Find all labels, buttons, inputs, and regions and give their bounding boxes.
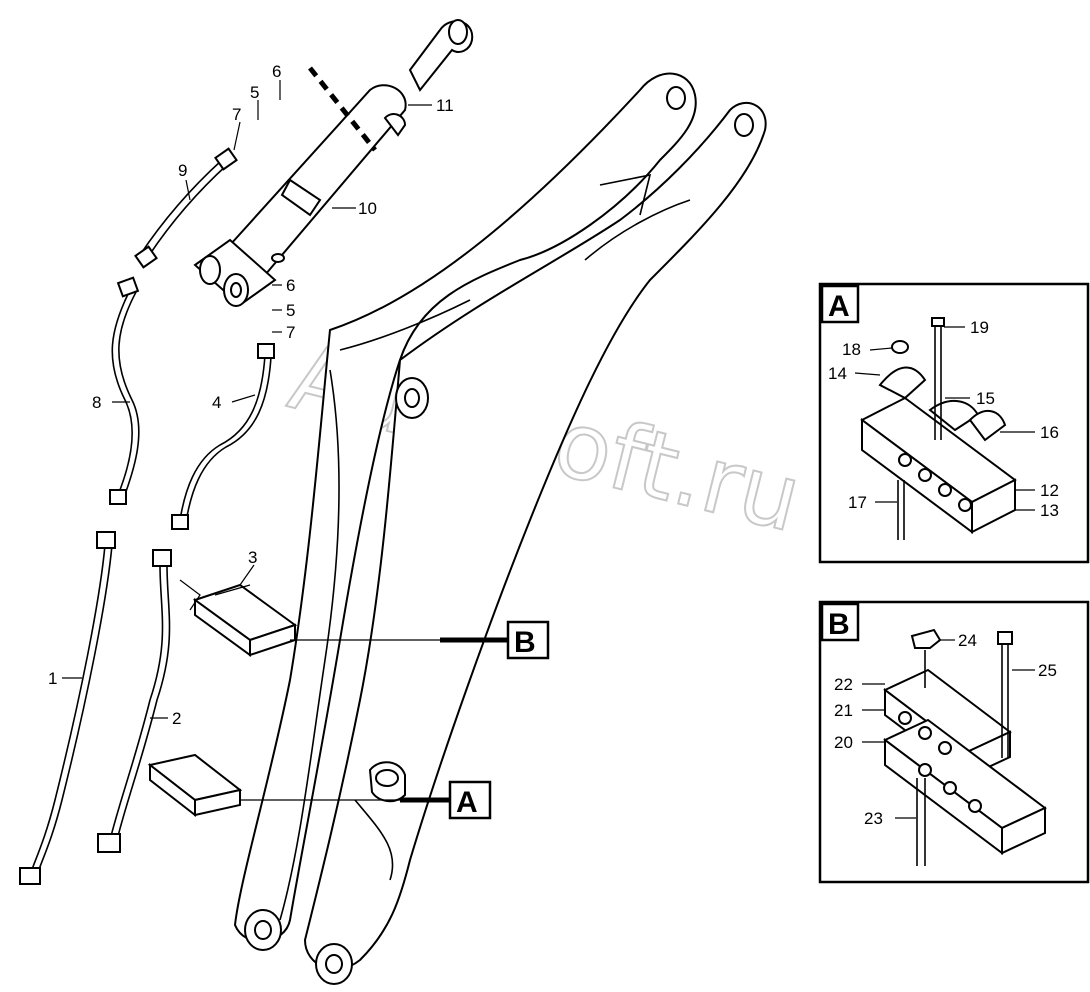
callout-6b: 6 [286,276,295,295]
part-18: 18 [842,340,861,359]
hydraulic-cylinder [193,19,474,307]
main-callouts: 1 2 3 4 5 5 6 6 7 7 8 9 10 11 [48,62,454,728]
detail-a-title: A [828,290,850,323]
callout-6a: 6 [272,62,281,81]
svg-text:B: B [514,626,536,659]
detail-b-title: B [828,608,850,641]
part-23: 23 [864,809,883,828]
ref-box-b: B [506,620,550,660]
part-13: 13 [1040,501,1059,520]
hose-4 [171,343,275,530]
callout-4: 4 [212,393,221,412]
part-22: 22 [834,675,853,694]
callout-8: 8 [92,393,101,412]
hose-8 [109,276,140,505]
leader-lines [62,80,508,803]
clamp-b [179,579,298,657]
pipe-2 [97,549,172,853]
part-12: 12 [1040,481,1059,500]
pipe-1 [19,531,116,885]
callout-9: 9 [178,161,187,180]
part-15: 15 [976,389,995,408]
part-25: 25 [1038,661,1057,680]
boom-arm [233,72,767,985]
part-21: 21 [834,701,853,720]
callout-1: 1 [48,669,57,688]
svg-text:A: A [456,786,478,819]
detail-b-panel: B 20 21 22 23 24 25 [818,600,1090,884]
part-24: 24 [958,631,977,650]
callout-5a: 5 [250,83,259,102]
callout-10: 10 [358,199,377,218]
part-20: 20 [834,733,853,752]
clamp-a [147,753,243,818]
callout-5b: 5 [286,301,295,320]
callout-2: 2 [172,709,181,728]
part-19: 19 [970,318,989,337]
detail-a-panel: A 12 13 14 15 16 17 18 19 [818,282,1090,564]
callout-7a: 7 [232,105,241,124]
callout-7b: 7 [286,323,295,342]
part-17: 17 [848,493,867,512]
callout-11: 11 [436,96,454,115]
part-16: 16 [1040,423,1059,442]
callout-3: 3 [248,548,257,567]
part-14: 14 [828,364,847,383]
hose-9 [134,147,238,269]
ref-box-a: A [448,780,492,820]
